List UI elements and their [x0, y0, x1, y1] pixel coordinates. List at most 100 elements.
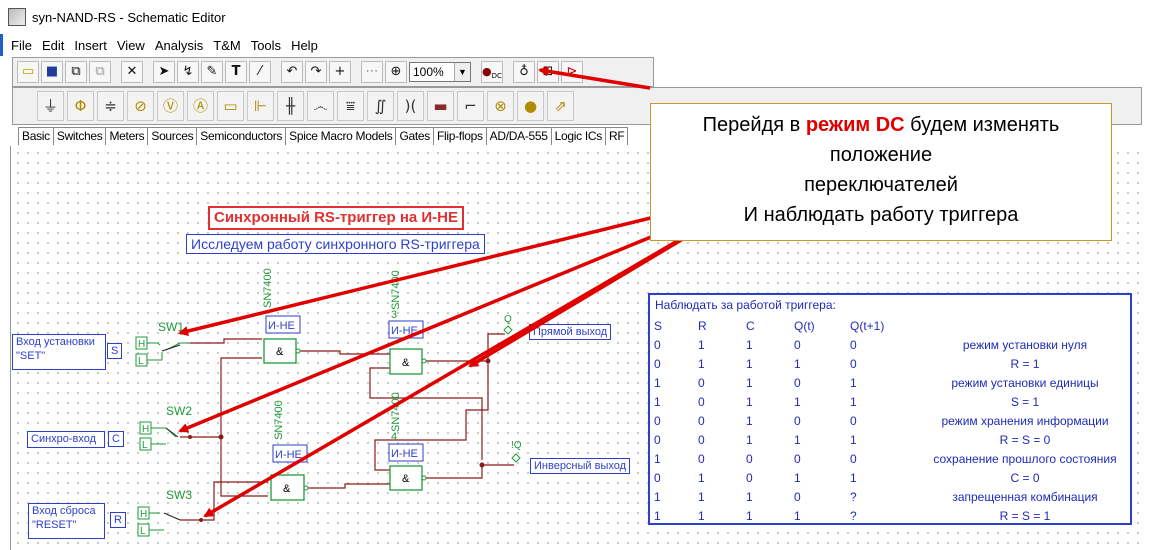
window-title: syn-NAND-RS - Schematic Editor [32, 9, 226, 25]
text-tool-icon[interactable]: T [225, 61, 247, 83]
graphic-tool-icon[interactable]: ⁄ [249, 61, 271, 83]
potentiometer-icon[interactable]: ⊩ [247, 91, 274, 121]
tab-spice-macro-models[interactable]: Spice Macro Models [285, 127, 397, 145]
menu-view[interactable]: View [116, 37, 145, 53]
tab-logic-ics[interactable]: Logic ICs [550, 127, 606, 145]
probe-not-q-label: !Q [511, 440, 522, 451]
dc-mode-highlight: режим DC [805, 114, 905, 136]
switch-icon[interactable]: ⌐ [457, 91, 484, 121]
capacitor-icon[interactable]: ╫ [277, 91, 304, 121]
coupled-inductor-icon[interactable]: ∬ [367, 91, 394, 121]
delete-icon[interactable]: ✕ [121, 61, 143, 83]
gate3-part: SN7400 [273, 400, 285, 440]
switch-sw2[interactable]: H L [139, 421, 179, 451]
copy-icon[interactable]: ⧉ [65, 61, 87, 83]
chevron-down-icon[interactable]: ▼ [454, 63, 470, 81]
pencil-icon[interactable]: ✎ [201, 61, 223, 83]
voltmeter-icon[interactable]: Ⓥ [157, 91, 184, 121]
tab-basic[interactable]: Basic [18, 127, 54, 145]
ac-analysis-icon[interactable]: ♁ [513, 61, 535, 83]
battery-icon[interactable]: Φ [67, 91, 94, 121]
zoom-select[interactable]: 100% ▼ [409, 62, 471, 82]
transmission-line-icon[interactable]: ▬ [427, 91, 454, 121]
menu-insert[interactable]: Insert [74, 37, 107, 53]
sw2-h-label: H [142, 424, 149, 435]
ground-icon[interactable]: ⏚ [37, 91, 64, 121]
sw1-h-label: H [138, 339, 145, 350]
meter-icon[interactable]: ⊘ [127, 91, 154, 121]
input-label-reset: Вход сброса "RESET" [28, 503, 105, 539]
tab-ad-da-555[interactable]: AD/DA-555 [485, 127, 552, 145]
rotate-right-icon[interactable]: ↷ [305, 61, 327, 83]
ammeter-icon[interactable]: Ⓐ [187, 91, 214, 121]
sw3-h-label: H [140, 509, 147, 520]
save-icon[interactable]: ■ [41, 61, 63, 83]
led-icon[interactable]: ● [517, 91, 544, 121]
tab-sources[interactable]: Sources [147, 127, 198, 145]
tab-semiconductors[interactable]: Semiconductors [196, 127, 287, 145]
variable-resistor-icon[interactable]: ⇗ [547, 91, 574, 121]
paste-icon[interactable]: ⧉ [89, 61, 111, 83]
gate1-type: И-НЕ [268, 320, 295, 332]
junction-dots [188, 358, 491, 522]
title-bar: syn-NAND-RS - Schematic Editor [0, 0, 1154, 34]
switch-sw3[interactable]: H L [137, 506, 181, 537]
menu-edit[interactable]: Edit [41, 37, 65, 53]
truth-table-header: S R C Q(t) Q(t+1) [654, 318, 885, 333]
tab-meters[interactable]: Meters [105, 127, 149, 145]
gate3-type: И-НЕ [275, 449, 302, 461]
tab-switches[interactable]: Switches [52, 127, 107, 145]
junction-icon[interactable]: + [329, 61, 351, 83]
pin-r: R [110, 512, 126, 528]
switch-sw3-name: SW3 [166, 488, 192, 502]
switch-sw1[interactable]: H L [135, 336, 190, 367]
sheet-subtitle: Исследуем работу синхронного RS-триггера [186, 234, 485, 254]
menu-analysis[interactable]: Analysis [154, 37, 204, 53]
zoom-value: 100% [413, 65, 444, 79]
resistor-icon[interactable]: ▭ [217, 91, 244, 121]
nand-gate-1[interactable]: SN7400 И-НЕ & [262, 268, 301, 364]
menu-tm[interactable]: T&M [213, 37, 241, 53]
zoom-icon[interactable]: ⊕ [385, 61, 407, 83]
pin-c: C [108, 431, 124, 447]
tab-flip-flops[interactable]: Flip-flops [432, 127, 487, 145]
voltage-source-icon[interactable]: ≑ [97, 91, 124, 121]
dc-mode-icon[interactable]: ●DC [481, 61, 503, 83]
diode-probe-icon[interactable]: ⊳ [561, 61, 583, 83]
grid-icon[interactable]: ⋯ [361, 61, 383, 83]
gate4-type: И-НЕ [391, 448, 418, 460]
menu-help[interactable]: Help [291, 37, 318, 53]
rotate-left-icon[interactable]: ↶ [281, 61, 303, 83]
pin-s: S [107, 343, 123, 359]
truth-table-panel: Наблюдать за работой триггера: S R C Q(t… [648, 293, 1132, 525]
nand-gate-3[interactable]: SN7400 И-НЕ & [270, 400, 309, 501]
truth-table-caption: Наблюдать за работой триггера: [655, 298, 836, 312]
gate2-part: SN7400 [390, 270, 402, 310]
switch-sw2-name: SW2 [166, 404, 192, 418]
probe-not-q[interactable]: !Q [511, 440, 522, 463]
tab-rf[interactable]: RF [604, 127, 629, 145]
select-pointer-icon[interactable]: ➤ [153, 61, 175, 83]
menu-tools[interactable]: Tools [250, 37, 282, 53]
switch-sw1-name: SW1 [158, 320, 184, 334]
tab-gates[interactable]: Gates [395, 127, 434, 145]
transformer-core-icon[interactable]: )( [397, 91, 424, 121]
inductor-icon[interactable]: ෴ [307, 91, 334, 121]
menu-bar: File Edit Insert View Analysis T&M Tools… [0, 34, 1154, 56]
menu-file[interactable]: File [11, 37, 32, 53]
gate2-pin-prefix: 3 [391, 309, 397, 321]
open-file-icon[interactable]: ▭ [17, 61, 39, 83]
gate4-pin-prefix: 4 [391, 431, 397, 443]
wire-tool-icon[interactable]: ↯ [177, 61, 199, 83]
transformer-icon[interactable]: ⩸ [337, 91, 364, 121]
lamp-icon[interactable]: ⊗ [487, 91, 514, 121]
wires [180, 333, 514, 521]
probe-q[interactable]: Q [503, 314, 513, 335]
main-toolbar: ▭ ■ ⧉ ⧉ ✕ ➤ ↯ ✎ T ⁄ ↶ ↷ + ⋯ ⊕ 100% ▼ ●DC… [12, 57, 654, 87]
input-label-set: Вход установки "SET" [12, 334, 106, 370]
